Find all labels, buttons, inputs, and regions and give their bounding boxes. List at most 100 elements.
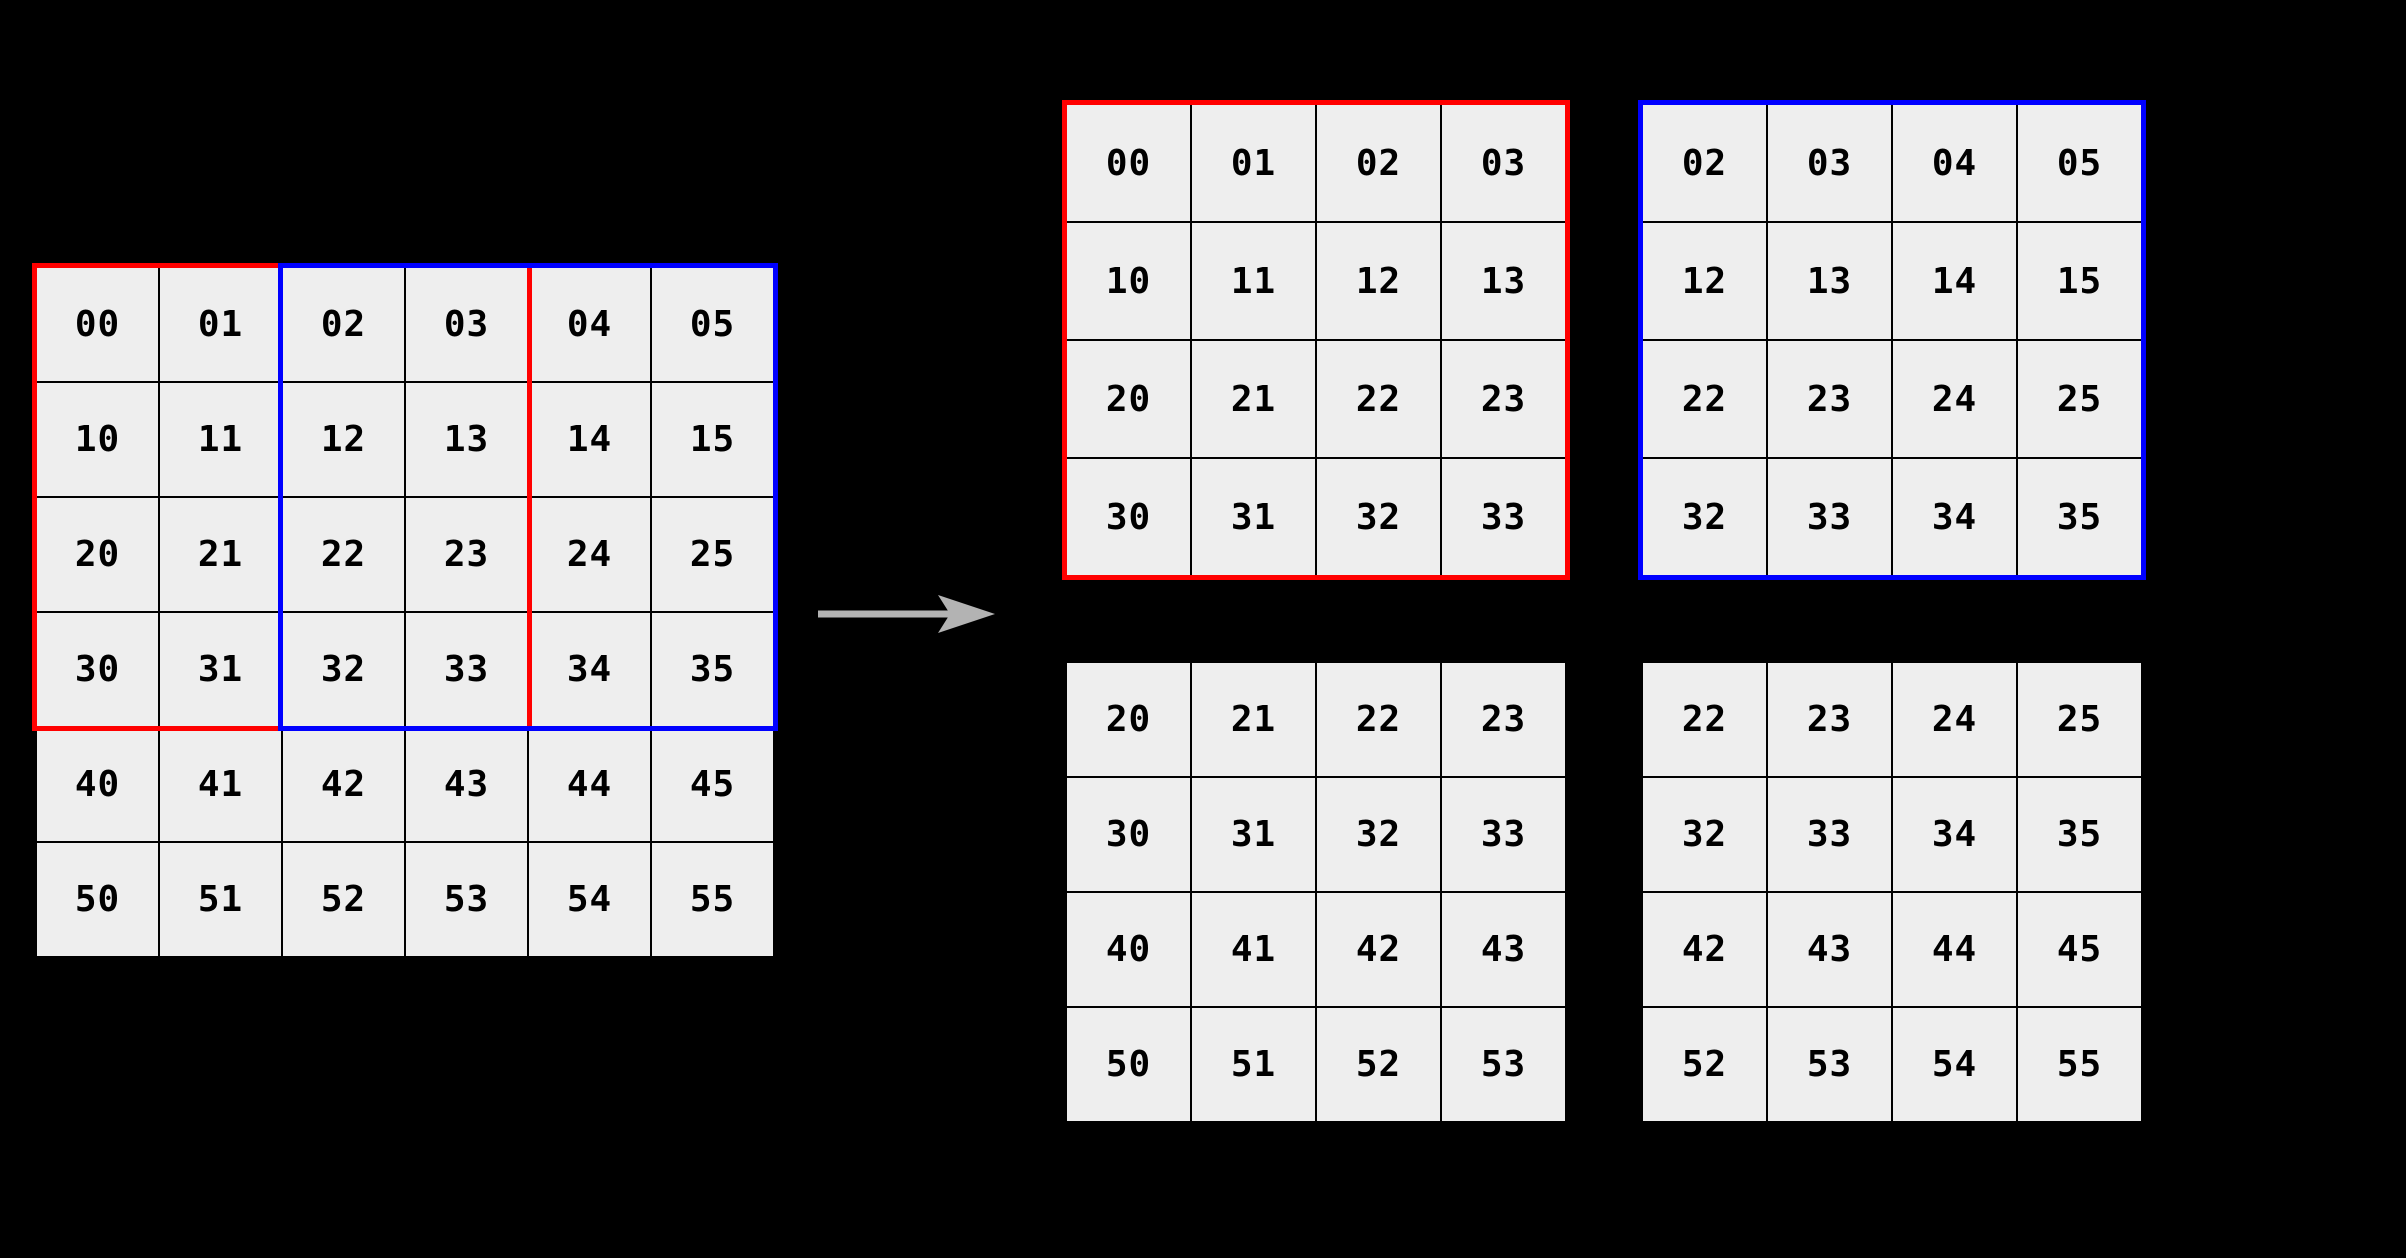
grid-cell: 32 [1643, 778, 1766, 891]
grid-cell: 51 [160, 843, 281, 956]
grid-cell: 22 [1317, 663, 1440, 776]
grid-cell: 22 [1317, 341, 1440, 457]
grid-cell: 40 [37, 728, 158, 841]
grid-cell: 42 [283, 728, 404, 841]
grid-cell: 24 [529, 498, 650, 611]
grid-cell: 45 [2018, 893, 2141, 1006]
grid-cell: 12 [1317, 223, 1440, 339]
grid-cell: 54 [529, 843, 650, 956]
grid-cell: 32 [1317, 459, 1440, 575]
grid-cell: 54 [1893, 1008, 2016, 1121]
grid-cell: 32 [1643, 459, 1766, 575]
grid-cell: 30 [1067, 459, 1190, 575]
grid-cell: 20 [1067, 341, 1190, 457]
grid-cell: 21 [1192, 341, 1315, 457]
grid-cell: 35 [2018, 778, 2141, 891]
grid-cell: 35 [2018, 459, 2141, 575]
grid-cell: 04 [1893, 105, 2016, 221]
grid-cell: 44 [1893, 893, 2016, 1006]
grid-cell: 20 [1067, 663, 1190, 776]
grid-cell: 31 [1192, 778, 1315, 891]
grid-cell: 03 [1768, 105, 1891, 221]
grid-cell: 53 [1768, 1008, 1891, 1121]
grid-cell: 34 [1893, 459, 2016, 575]
grid-cell: 31 [1192, 459, 1315, 575]
grid-cell: 50 [37, 843, 158, 956]
grid-cell: 41 [160, 728, 281, 841]
grid-cell: 53 [1442, 1008, 1565, 1121]
grid-cell: 40 [1067, 893, 1190, 1006]
grid-cell: 42 [1643, 893, 1766, 1006]
grid-cell: 05 [2018, 105, 2141, 221]
grid-cell: 53 [406, 843, 527, 956]
grid-cell: 30 [1067, 778, 1190, 891]
grid-cell: 23 [1442, 341, 1565, 457]
grid-cell: 33 [1768, 459, 1891, 575]
grid-cell: 22 [1643, 341, 1766, 457]
grid-cell: 33 [406, 613, 527, 726]
grid-cell: 43 [1768, 893, 1891, 1006]
grid-cell: 11 [1192, 223, 1315, 339]
grid-cell: 34 [529, 613, 650, 726]
grid-cell: 02 [1317, 105, 1440, 221]
grid-cell: 00 [1067, 105, 1190, 221]
grid-cell: 05 [652, 268, 773, 381]
grid-cell: 50 [1067, 1008, 1190, 1121]
grid-cell: 32 [283, 613, 404, 726]
grid-cell: 00 [37, 268, 158, 381]
grid-cell: 43 [406, 728, 527, 841]
grid-cell: 33 [1442, 778, 1565, 891]
right-arrow-icon [818, 595, 995, 633]
grid-cell: 55 [652, 843, 773, 956]
grid-cell: 02 [283, 268, 404, 381]
grid-cell: 30 [37, 613, 158, 726]
grid-cell: 22 [283, 498, 404, 611]
grid-cell: 14 [1893, 223, 2016, 339]
grid-cell: 23 [1442, 663, 1565, 776]
grid-cell: 25 [2018, 663, 2141, 776]
grid-cell: 10 [1067, 223, 1190, 339]
grid-cell: 23 [406, 498, 527, 611]
grid-cell: 52 [283, 843, 404, 956]
grid-cell: 41 [1192, 893, 1315, 1006]
grid-cell: 45 [652, 728, 773, 841]
grid-cell: 52 [1643, 1008, 1766, 1121]
grid-cell: 33 [1442, 459, 1565, 575]
grid-cell: 04 [529, 268, 650, 381]
grid-cell: 13 [406, 383, 527, 496]
grid-cell: 51 [1192, 1008, 1315, 1121]
grid-cell: 42 [1317, 893, 1440, 1006]
grid-cell: 44 [529, 728, 650, 841]
grid-cell: 03 [406, 268, 527, 381]
grid-cell: 32 [1317, 778, 1440, 891]
grid-cell: 14 [529, 383, 650, 496]
grid-cell: 34 [1893, 778, 2016, 891]
grid-cell: 35 [652, 613, 773, 726]
grid-cell: 10 [37, 383, 158, 496]
grid-cell: 01 [1192, 105, 1315, 221]
grid-cell: 01 [160, 268, 281, 381]
grid-cell: 33 [1768, 778, 1891, 891]
grid-cell: 52 [1317, 1008, 1440, 1121]
grid-cell: 23 [1768, 663, 1891, 776]
grid-cell: 12 [283, 383, 404, 496]
grid-cell: 13 [1768, 223, 1891, 339]
grid-cell: 15 [2018, 223, 2141, 339]
grid-cell: 55 [2018, 1008, 2141, 1121]
grid-cell: 23 [1768, 341, 1891, 457]
grid-cell: 31 [160, 613, 281, 726]
grid-cell: 03 [1442, 105, 1565, 221]
grid-cell: 20 [37, 498, 158, 611]
grid-cell: 43 [1442, 893, 1565, 1006]
